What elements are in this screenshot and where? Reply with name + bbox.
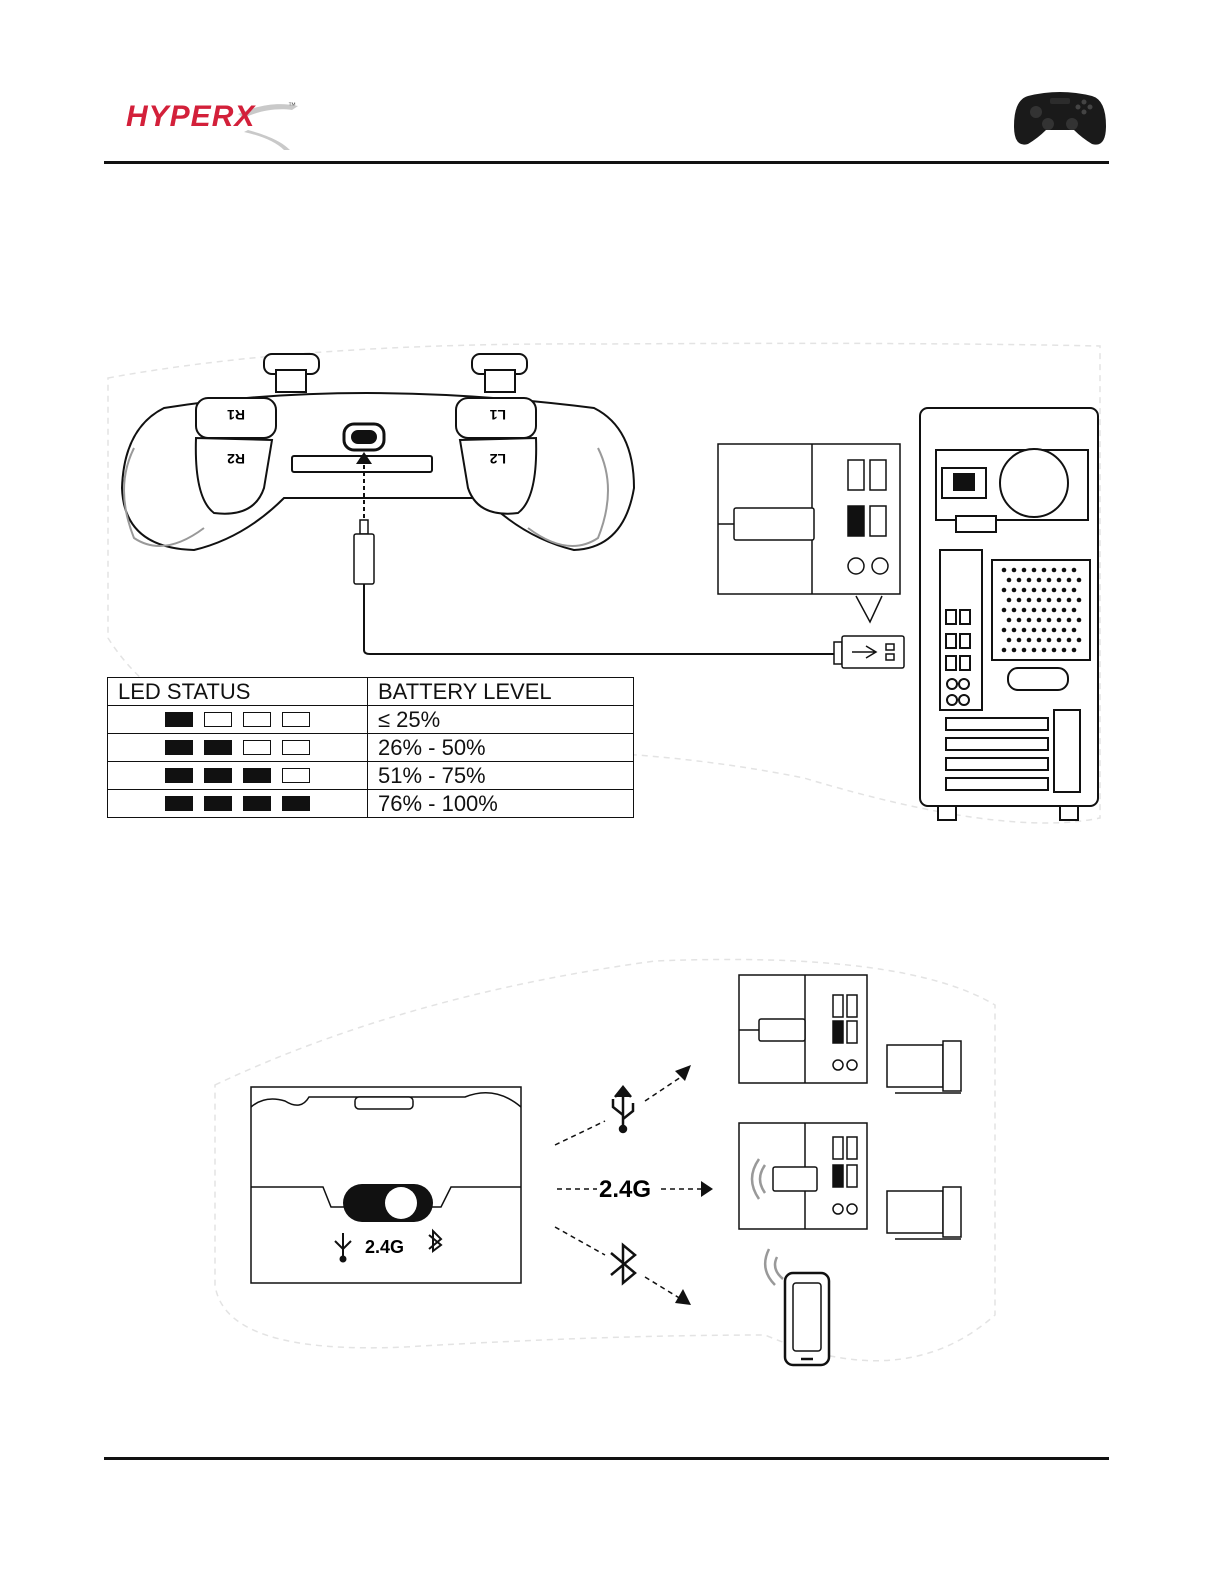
wireless-24g-label: 2.4G xyxy=(599,1176,651,1203)
wireless-signal-icon xyxy=(765,1249,783,1285)
led-on-indicator xyxy=(204,740,232,755)
gamepad-thumbnail-icon xyxy=(1012,86,1108,150)
controller-rear-view xyxy=(122,354,634,550)
footer-rule xyxy=(104,1457,1109,1460)
led-on-indicator xyxy=(243,768,271,783)
led-indicator-row xyxy=(108,734,367,761)
table-row: 76% - 100% xyxy=(108,790,634,818)
led-status-header: LED STATUS xyxy=(108,678,368,706)
switch-24g-label: 2.4G xyxy=(365,1237,404,1257)
monitor-icon xyxy=(887,1187,961,1239)
led-on-indicator xyxy=(165,768,193,783)
header-rule xyxy=(104,161,1109,164)
l2-label: L2 xyxy=(489,451,506,467)
bluetooth-symbol-icon xyxy=(611,1245,635,1283)
usb-c-cable-icon xyxy=(354,520,374,584)
usb-symbol-icon xyxy=(613,1087,633,1132)
r1-label: R1 xyxy=(227,407,245,423)
table-row: 26% - 50% xyxy=(108,734,634,762)
battery-level-cell: ≤ 25% xyxy=(368,706,634,734)
monitor-icon xyxy=(887,1041,961,1093)
pc-tower-icon xyxy=(920,408,1098,820)
mode-switch-knob xyxy=(385,1187,417,1219)
led-off-indicator xyxy=(204,712,232,727)
led-on-indicator xyxy=(204,768,232,783)
led-on-indicator xyxy=(165,740,193,755)
battery-level-cell: 51% - 75% xyxy=(368,762,634,790)
connection-mode-diagram: 2.4G 2.4G xyxy=(205,955,1005,1385)
led-status-table: LED STATUS BATTERY LEVEL ≤ 25% 26% - 50%… xyxy=(107,677,634,818)
table-header-row: LED STATUS BATTERY LEVEL xyxy=(108,678,634,706)
led-off-indicator xyxy=(243,712,271,727)
smartphone-icon xyxy=(785,1273,829,1365)
led-off-indicator xyxy=(282,740,310,755)
battery-level-cell: 76% - 100% xyxy=(368,790,634,818)
led-on-indicator xyxy=(282,796,310,811)
led-on-indicator xyxy=(243,796,271,811)
usb-cable-port-inset xyxy=(739,975,867,1083)
logo-wordmark: HYPERX xyxy=(126,100,256,133)
led-off-indicator xyxy=(243,740,271,755)
r2-label: R2 xyxy=(227,451,245,467)
led-indicator-row xyxy=(108,706,367,733)
battery-level-cell: 26% - 50% xyxy=(368,734,634,762)
battery-level-header: BATTERY LEVEL xyxy=(368,678,634,706)
led-indicator-row xyxy=(108,762,367,789)
hyperx-logo: HYPERX ™ xyxy=(120,92,310,154)
trademark-symbol: ™ xyxy=(288,101,296,110)
usb-port-inset xyxy=(718,444,900,622)
table-row: 51% - 75% xyxy=(108,762,634,790)
led-off-indicator xyxy=(282,768,310,783)
l1-label: L1 xyxy=(489,407,506,423)
led-indicator-row xyxy=(108,790,367,817)
led-on-indicator xyxy=(204,796,232,811)
dongle-port-inset xyxy=(739,1123,867,1229)
led-on-indicator xyxy=(165,712,193,727)
led-on-indicator xyxy=(165,796,193,811)
table-row: ≤ 25% xyxy=(108,706,634,734)
usb-a-plug-icon xyxy=(834,636,904,668)
led-off-indicator xyxy=(282,712,310,727)
